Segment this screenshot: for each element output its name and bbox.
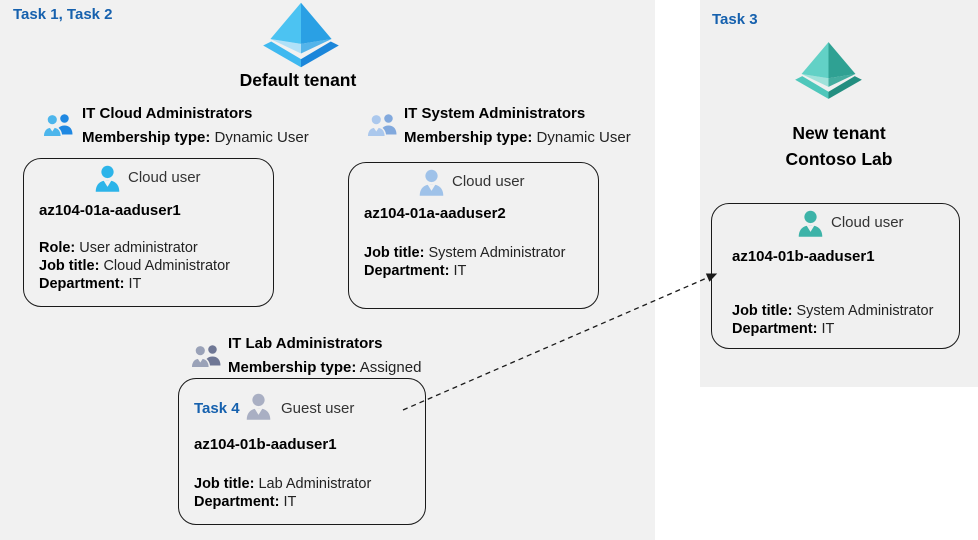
task-4-label: Task 4 (194, 400, 240, 417)
cloud-user-icon (796, 209, 825, 238)
attr-role: Role: User administrator (39, 240, 198, 256)
user-type-label: Cloud user (452, 173, 525, 190)
group-membership: Membership type: Dynamic User (82, 129, 309, 146)
membership-label: Membership type: (228, 359, 357, 376)
task-1-2-label: Task 1, Task 2 (13, 6, 113, 23)
attr-job-title: Job title: System Administrator (732, 303, 934, 319)
azure-ad-tenant-icon (260, 2, 342, 68)
attr-department: Department: IT (364, 263, 467, 279)
new-tenant-title-line2: Contoso Lab (785, 149, 893, 169)
cloud-user-icon (417, 168, 446, 197)
guest-user-card-aaduser1: Task 4 Guest user az104-01b-aaduser1 Job… (178, 378, 426, 525)
username: az104-01b-aaduser1 (194, 436, 337, 453)
attr-job-title: Job title: System Administrator (364, 245, 566, 261)
membership-label: Membership type: (82, 129, 211, 146)
membership-value: Dynamic User (214, 129, 309, 146)
new-tenant-panel: Task 3 New tenant Contoso Lab (700, 0, 978, 387)
new-tenant-title-line1: New tenant (792, 123, 886, 143)
group-title: IT Cloud Administrators (82, 105, 253, 122)
default-tenant-title: Default tenant (239, 70, 357, 90)
user-card-aaduser1-new-tenant: Cloud user az104-01b-aaduser1 Job title:… (711, 203, 960, 349)
attr-department: Department: IT (732, 321, 835, 337)
default-tenant-panel: Task 1, Task 2 Default tenant IT (0, 0, 655, 540)
username: az104-01b-aaduser1 (732, 248, 875, 265)
membership-value: Assigned (359, 359, 422, 376)
attr-job-title: Job title: Cloud Administrator (39, 258, 230, 274)
azure-ad-tenant-icon (793, 38, 864, 103)
membership-value: Dynamic User (536, 129, 631, 146)
group-title: IT Lab Administrators (228, 335, 383, 352)
cloud-user-icon (93, 164, 122, 193)
attr-job-title: Job title: Lab Administrator (194, 476, 372, 492)
guest-user-icon (244, 392, 273, 421)
attr-department: Department: IT (39, 276, 142, 292)
user-type-label: Cloud user (128, 169, 201, 186)
task-3-label: Task 3 (712, 11, 758, 28)
group-icon (190, 342, 222, 370)
username: az104-01a-aaduser2 (364, 205, 506, 222)
group-membership: Membership type: Assigned (228, 359, 421, 376)
user-card-aaduser1: Cloud user az104-01a-aaduser1 Role: User… (23, 158, 274, 307)
membership-label: Membership type: (404, 129, 533, 146)
group-icon (366, 111, 398, 139)
username: az104-01a-aaduser1 (39, 202, 181, 219)
attr-department: Department: IT (194, 494, 297, 510)
user-type-label: Guest user (281, 400, 355, 417)
group-title: IT System Administrators (404, 105, 586, 122)
user-card-aaduser2: Cloud user az104-01a-aaduser2 Job title:… (348, 162, 599, 309)
group-icon (42, 111, 74, 139)
user-type-label: Cloud user (831, 214, 904, 231)
group-membership: Membership type: Dynamic User (404, 129, 631, 146)
